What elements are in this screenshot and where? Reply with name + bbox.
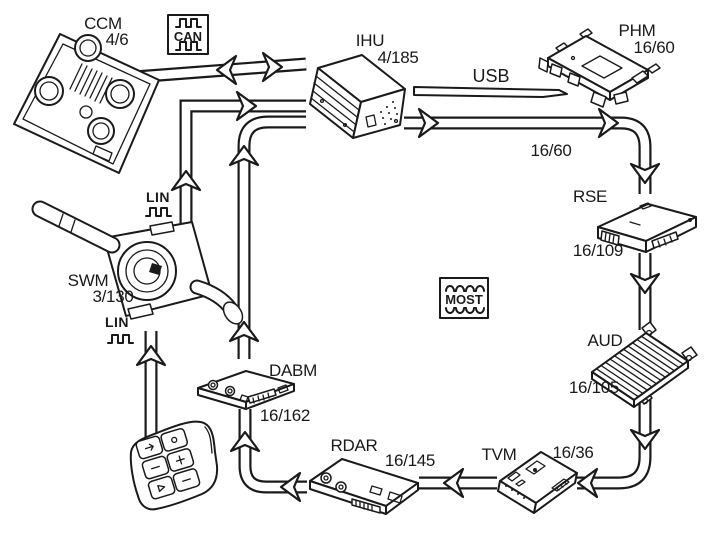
module-dabm-drawing — [197, 370, 295, 410]
swm-label: SWM — [68, 271, 109, 290]
module-swm-drawing — [31, 200, 244, 325]
rdar-code: 16/145 — [385, 451, 435, 470]
tvm-label: TVM — [482, 445, 517, 464]
ccm-code: 4/6 — [106, 30, 129, 49]
usb-connection-label: USB — [472, 66, 509, 86]
aud-label: AUD — [588, 331, 623, 350]
lin-bus-label-upper: LIN — [145, 189, 172, 217]
most-arrow-aud-tvm — [576, 397, 661, 499]
connections — [133, 51, 661, 503]
most-arrow-rdar-dabm — [229, 409, 307, 503]
rdar-label: RDAR — [331, 436, 378, 455]
lin-upper-wave-icon — [145, 207, 172, 217]
most-ring-code-label: 16/60 — [530, 141, 571, 160]
dabm-label: DABM — [269, 361, 317, 380]
dabm-code: 16/162 — [260, 406, 310, 425]
tvm-code: 16/36 — [552, 443, 593, 462]
ihu-label: IHU — [356, 31, 384, 50]
can-arrow-ccm-ihu — [133, 51, 307, 86]
ihu-code: 4/185 — [377, 48, 418, 67]
most-arrow-tvm-rdar — [419, 467, 497, 499]
module-phm-drawing — [538, 28, 661, 108]
most-arrow-dabm-ihu — [228, 115, 306, 359]
most-arrow-ihu-rse — [404, 107, 661, 194]
most-wave-top-icon — [445, 285, 485, 292]
rse-code: 16/109 — [573, 241, 623, 260]
module-labels: CCM 4/6 IHU 4/185 PHM 16/60 RSE 16/109 A… — [68, 14, 675, 470]
most-bus-icon: MOST — [439, 277, 489, 319]
lin-lower-label: LIN — [105, 314, 129, 330]
lin-arrow-swm-ihu — [170, 90, 306, 244]
module-aud-drawing — [591, 321, 698, 408]
lin-upper-label: LIN — [146, 189, 170, 205]
steering-wheel-keypad-drawing — [129, 420, 219, 511]
module-tvm-drawing — [497, 451, 578, 514]
swm-code: 3/130 — [92, 287, 133, 306]
can-bus-label: CAN — [174, 29, 202, 44]
phm-code: 16/60 — [633, 38, 674, 57]
aud-code: 16/105 — [569, 378, 619, 397]
ccm-label: CCM — [84, 14, 122, 33]
can-bus-icon: CAN — [167, 14, 209, 55]
most-wave-bottom-icon — [445, 307, 485, 314]
module-rse-drawing — [597, 202, 697, 253]
lin-bus-label-lower: LIN — [105, 314, 134, 344]
most-bus-label: MOST — [445, 292, 483, 307]
usb-cable-ihu-phm — [413, 86, 568, 98]
phm-label: PHM — [619, 21, 656, 40]
rse-label: RSE — [573, 187, 607, 206]
lin-arrow-keypad-swm — [135, 331, 167, 439]
module-ccm-drawing — [13, 33, 160, 174]
most-arrow-rse-aud — [629, 253, 661, 330]
module-rdar-drawing — [309, 458, 419, 515]
lin-lower-wave-icon — [107, 334, 134, 344]
module-ihu-drawing — [309, 54, 406, 139]
